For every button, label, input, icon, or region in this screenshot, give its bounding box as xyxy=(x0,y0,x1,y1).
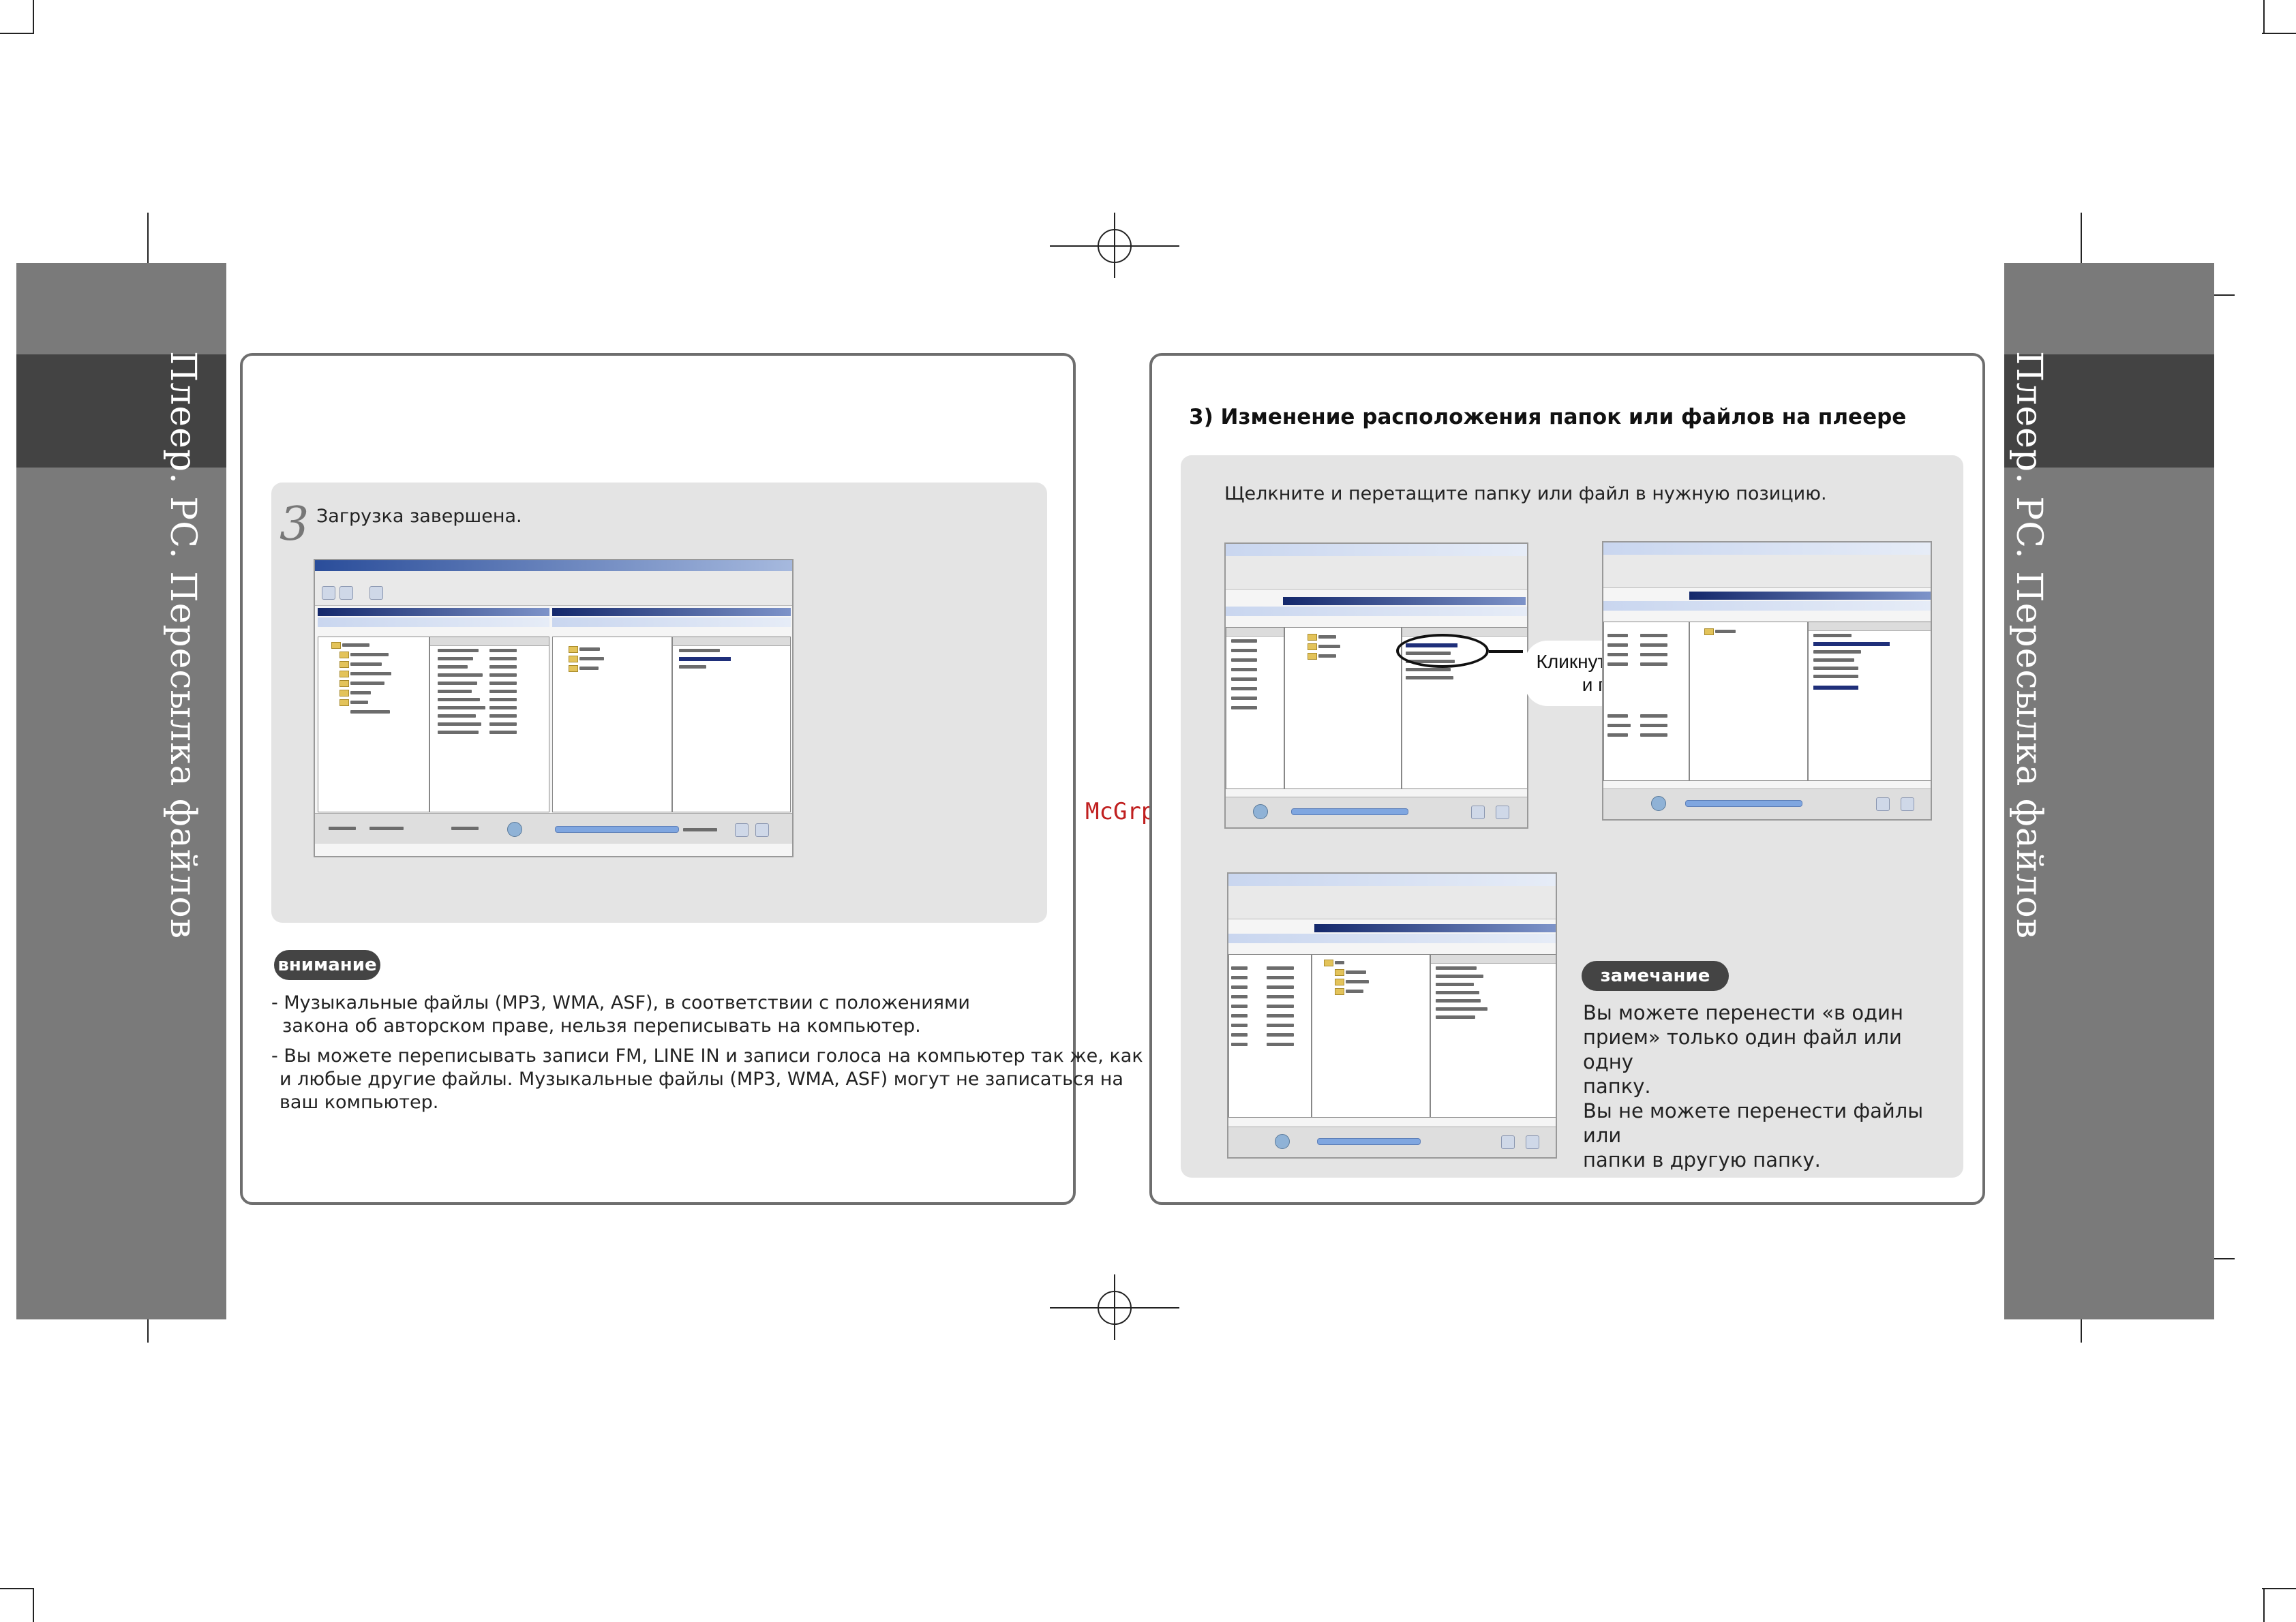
drag-step-screenshot-2 xyxy=(1602,541,1932,821)
drag-step-screenshot-1 xyxy=(1224,542,1528,829)
status-icon xyxy=(755,823,769,837)
note-text: Вы можете перенести «в один прием» тольк… xyxy=(1583,1000,1951,1172)
step-number: 3 xyxy=(280,498,309,551)
selected-file xyxy=(679,657,731,661)
pane-address xyxy=(552,617,791,627)
crop-mark xyxy=(2262,1588,2296,1589)
crop-mark xyxy=(147,213,149,275)
registration-circle xyxy=(1098,229,1132,263)
folder-icon xyxy=(339,690,349,697)
status-icon xyxy=(507,822,522,837)
right-side-tab-dark xyxy=(2004,354,2214,468)
crop-mark xyxy=(33,0,34,34)
folder-icon xyxy=(339,661,349,668)
crop-mark xyxy=(2263,0,2265,34)
folder-icon xyxy=(331,642,341,649)
pane-titlebar xyxy=(318,608,549,616)
note-line5: папки в другую папку. xyxy=(1583,1148,1821,1172)
pane-address xyxy=(318,617,549,627)
note-badge: замечание xyxy=(1582,961,1729,991)
note-line2: прием» только один файл или одну xyxy=(1583,1026,1902,1073)
warning-item2-line2: и любые другие файлы. Музыкальные файлы … xyxy=(280,1069,1123,1090)
folder-icon xyxy=(339,699,349,706)
warning-badge: внимание xyxy=(274,950,380,980)
window-menubar xyxy=(315,571,792,581)
selection-ellipse xyxy=(1396,634,1489,668)
crop-mark xyxy=(2263,1588,2265,1622)
window-toolbar xyxy=(315,581,792,606)
drag-step-screenshot-3 xyxy=(1227,872,1557,1159)
pc-folder-tree xyxy=(318,637,429,812)
section-heading: 3) Изменение расположения папок или файл… xyxy=(1189,405,1907,429)
warning-item1-line1: - Музыкальные файлы (MP3, WMA, ASF), в с… xyxy=(271,992,970,1013)
folder-icon xyxy=(339,652,349,658)
note-line1: Вы можете перенести «в один xyxy=(1583,1001,1903,1024)
warning-item2-line1: - Вы можете переписывать записи FM, LINE… xyxy=(271,1045,1143,1067)
left-side-tab-dark xyxy=(16,354,226,468)
toolbar-icon xyxy=(339,586,353,600)
status-icon xyxy=(735,823,749,837)
folder-icon xyxy=(569,665,578,672)
pointer-line xyxy=(1489,650,1523,653)
toolbar-icon xyxy=(369,586,383,600)
folder-icon xyxy=(339,671,349,677)
warning-item1-line2: закона об авторском праве, нельзя перепи… xyxy=(282,1015,921,1037)
folder-icon xyxy=(569,646,578,653)
crop-mark xyxy=(0,1588,34,1589)
toolbar-icon xyxy=(322,586,335,600)
warning-item2-line3: ваш компьютер. xyxy=(280,1092,439,1113)
crop-mark xyxy=(0,33,34,34)
crop-mark xyxy=(33,1588,34,1622)
note-line4: Вы не можете перенести файлы или xyxy=(1583,1099,1924,1147)
file-manager-screenshot xyxy=(314,559,794,857)
window-titlebar xyxy=(315,560,792,571)
registration-circle xyxy=(1098,1291,1132,1325)
player-folder-tree xyxy=(552,637,672,812)
pane-titlebar xyxy=(552,608,791,616)
instruction-text: Щелкните и перетащите папку или файл в н… xyxy=(1224,483,1827,504)
note-line3: папку. xyxy=(1583,1075,1651,1098)
folder-icon xyxy=(339,680,349,687)
player-file-list xyxy=(672,637,791,812)
transfer-progress xyxy=(555,826,679,833)
crop-mark xyxy=(2262,33,2296,34)
right-side-tab-label: Плеер. PC. Пересылка файлов xyxy=(2008,351,2049,939)
crop-mark xyxy=(2081,213,2082,275)
folder-icon xyxy=(569,656,578,662)
step-text: Загрузка завершена. xyxy=(316,506,522,527)
left-side-tab-label: Плеер. PC. Пересылка файлов xyxy=(162,351,203,939)
